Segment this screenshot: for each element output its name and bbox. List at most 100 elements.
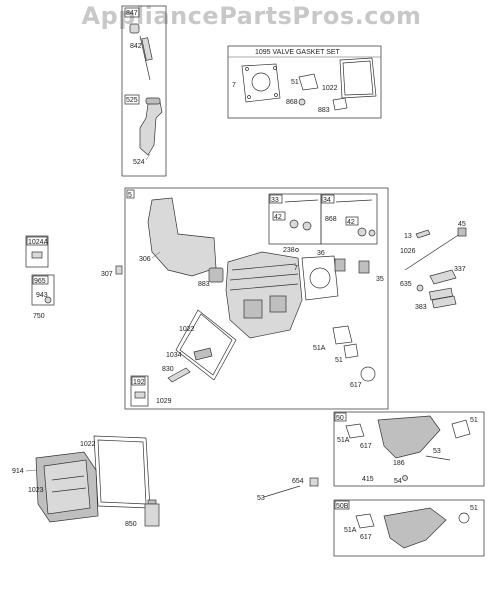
label-847: 847 (126, 10, 138, 17)
pin-238 (295, 248, 299, 252)
label-883-gasket: 883 (318, 107, 330, 114)
valve-spring-36 (334, 258, 346, 272)
label-51-gasket: 51 (291, 79, 299, 86)
box-1024A (25, 235, 49, 268)
pushrod-45 (404, 229, 467, 271)
valve-spring-35 (358, 260, 370, 274)
label-1026: 1026 (400, 248, 416, 255)
label-337: 337 (454, 266, 466, 273)
label-51A-box50B: 51A (344, 527, 357, 534)
box-192 (130, 375, 149, 407)
label-36: 36 (317, 250, 325, 257)
oil-fill-cap (145, 97, 161, 105)
oil-fill-tube (139, 101, 163, 156)
label-635: 635 (400, 281, 412, 288)
sealant-bottle-850 (144, 503, 160, 527)
part-13 (415, 229, 431, 239)
label-1095-valve-gasket-set: 1095 VALVE GASKET SET (255, 49, 341, 56)
box-847-tag (124, 7, 140, 18)
label-54: 54 (394, 478, 402, 485)
label-35: 35 (376, 276, 384, 283)
head-port (243, 299, 263, 319)
label-415: 415 (362, 476, 374, 483)
breather-tube-830 (167, 367, 191, 383)
box-847-525 (121, 5, 167, 177)
label-50: 50 (336, 415, 344, 422)
exhaust-manifold (377, 415, 441, 459)
label-1034: 1034 (166, 352, 182, 359)
exhaust-gasket-51A (332, 325, 353, 345)
label-5: 5 (128, 192, 132, 199)
label-943: 943 (36, 292, 48, 299)
head-port-2 (269, 295, 287, 313)
label-383: 383 (415, 304, 427, 311)
valve-cover-gasket-main (175, 309, 237, 381)
box-50B (333, 499, 485, 557)
label-7-main: 7 (294, 265, 298, 272)
sealant-cap (147, 499, 157, 505)
label-1022-main: 1022 (179, 326, 195, 333)
label-617-box50B: 617 (360, 534, 372, 541)
label-186: 186 (393, 460, 405, 467)
label-830: 830 (162, 366, 174, 373)
gasket-883-main (208, 267, 224, 283)
head-gasket-main (301, 255, 339, 301)
stud-53 (263, 485, 301, 498)
valve-33 (284, 199, 319, 203)
label-617-main: 617 (350, 382, 362, 389)
label-192: 192 (133, 379, 145, 386)
label-965: 965 (34, 278, 46, 285)
label-750: 750 (33, 313, 45, 320)
label-238: 238 (283, 247, 295, 254)
valve-seal-868 (298, 98, 306, 106)
box-34 (320, 193, 378, 245)
label-33: 33 (271, 197, 279, 204)
label-654: 654 (292, 478, 304, 485)
label-850: 850 (125, 521, 137, 528)
label-42b: 42 (347, 219, 355, 226)
dipstick-sleeve (141, 37, 153, 61)
label-525: 525 (126, 97, 138, 104)
label-617-box50: 617 (360, 443, 372, 450)
part-337 (429, 269, 457, 285)
label-914: 914 (12, 468, 24, 475)
label-1022-bottom: 1022 (80, 441, 96, 448)
label-45: 45 (458, 221, 466, 228)
label-51-box50: 51 (470, 417, 478, 424)
box-valve-gasket-set (227, 45, 382, 119)
cylinder-head (225, 251, 303, 339)
head-gasket (241, 63, 281, 103)
label-51A-main: 51A (313, 345, 326, 352)
label-53-stud: 53 (257, 495, 265, 502)
label-50B: 50B (336, 503, 349, 510)
valve-cover-gasket (339, 57, 377, 99)
part-192 (134, 391, 146, 399)
part-383 (431, 295, 457, 309)
gasket-883 (332, 97, 348, 111)
label-883-main: 883 (198, 281, 210, 288)
box-965 (31, 274, 55, 306)
label-51-box50B: 51 (470, 505, 478, 512)
valve-34 (335, 199, 373, 203)
label-7-gasket: 7 (232, 82, 236, 89)
label-307: 307 (101, 271, 113, 278)
part-1024A (31, 251, 43, 259)
label-842: 842 (130, 43, 142, 50)
label-1022-gasket: 1022 (322, 85, 338, 92)
label-53-box50: 53 (433, 448, 441, 455)
label-51-main: 51 (335, 357, 343, 364)
label-868-main: 868 (325, 216, 337, 223)
screw-307 (115, 265, 123, 275)
label-1029: 1029 (156, 398, 172, 405)
label-306: 306 (139, 256, 151, 263)
dipstick-cap (129, 23, 140, 34)
label-868-gasket: 868 (286, 99, 298, 106)
label-13: 13 (404, 233, 412, 240)
label-51A-box50: 51A (337, 437, 350, 444)
dipstick-rod (139, 35, 151, 81)
exhaust-manifold-50B (383, 507, 447, 549)
label-524: 524 (133, 159, 145, 166)
cylinder-shroud (147, 197, 217, 277)
label-1024A: 1024A (28, 239, 49, 246)
